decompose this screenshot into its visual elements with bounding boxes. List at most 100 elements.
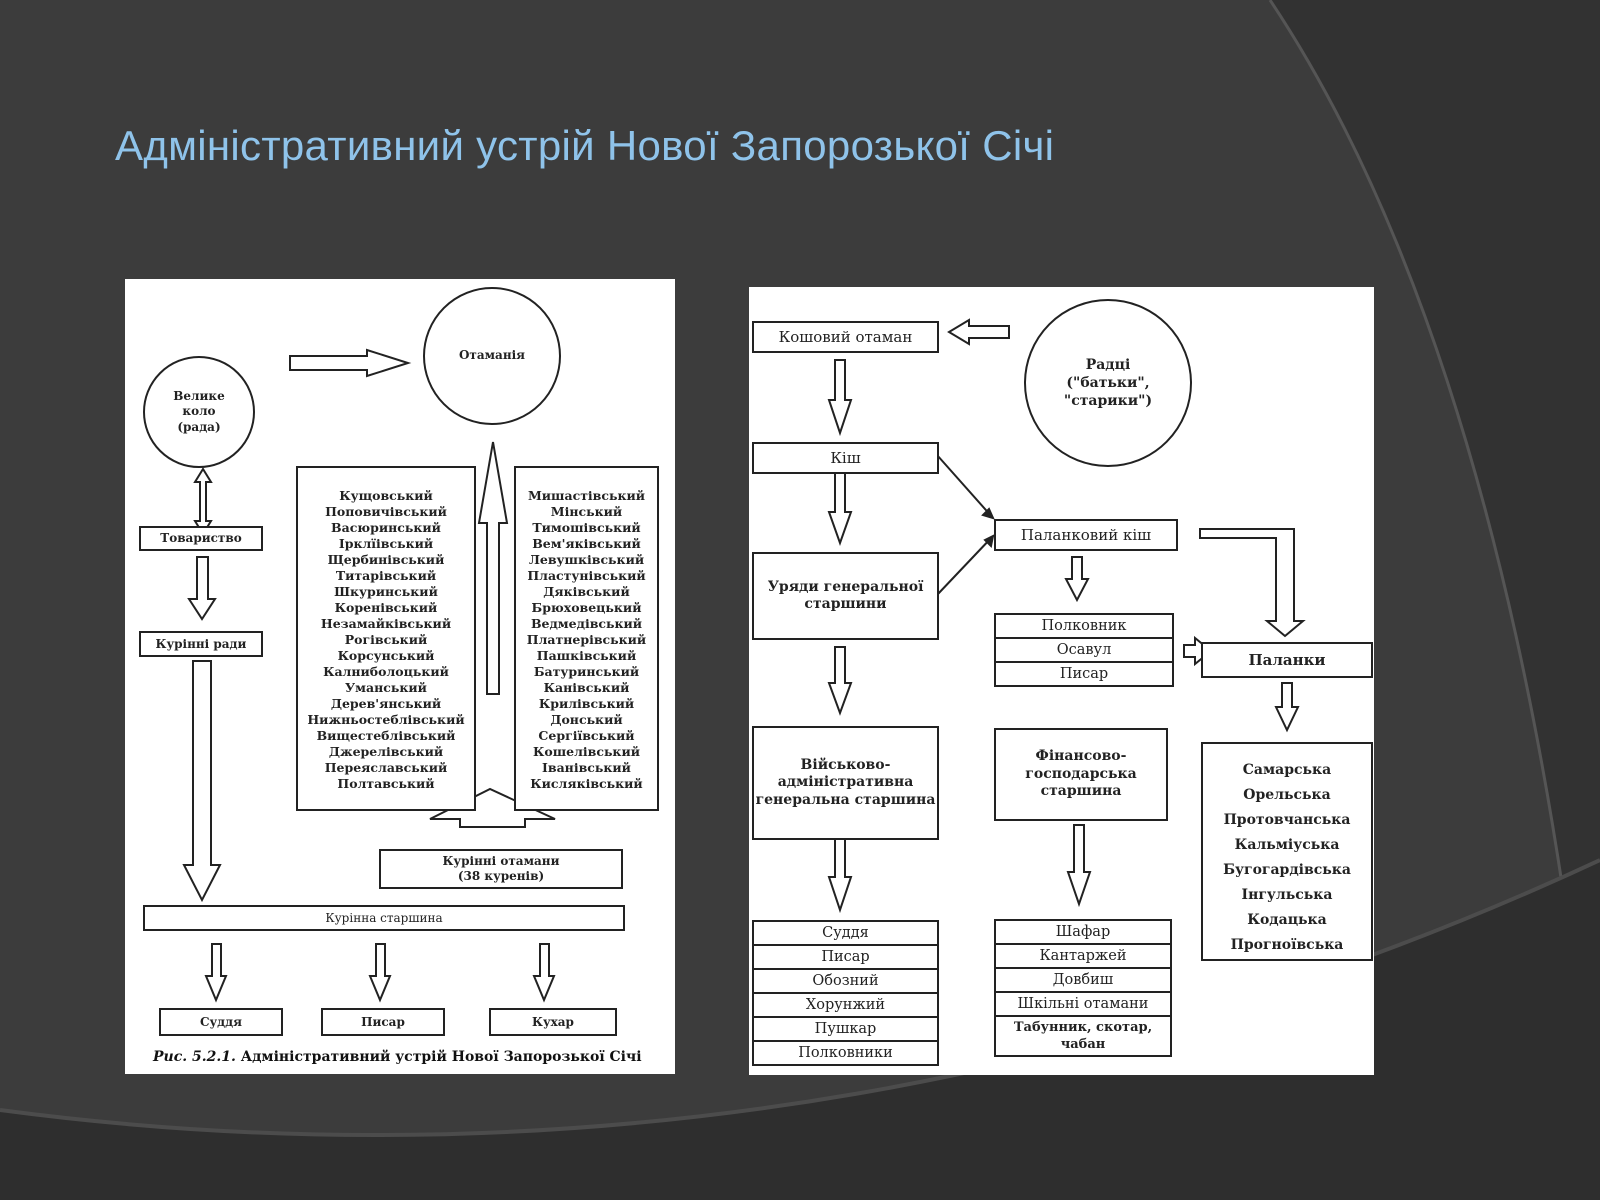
arrow-rada-tovarystvo: [193, 467, 213, 536]
viiskovo-item: Полковники: [752, 1040, 939, 1066]
box-kurinni-otamany: Курінні отамани(38 куренів): [379, 849, 623, 889]
fin-item-tabunnyk: Табунник, скотар,чабан: [994, 1015, 1172, 1057]
arrow-palankovyi-to-palanky: [1199, 528, 1306, 638]
palanka-item: Самарська: [1242, 762, 1332, 778]
box-palanky: Паланки: [1201, 642, 1373, 678]
kurin-item: Нижньостеблівський: [307, 712, 465, 727]
arrow-viiskovo-to-list: [827, 838, 853, 914]
kurin-item: Тимошівський: [532, 520, 641, 535]
kurin-item: Титарівський: [335, 568, 437, 583]
fin-item-dovbysh: Довбиш: [994, 967, 1172, 993]
circle-radtsi: Радці("батьки","старики"): [1024, 299, 1192, 467]
viiskovo-item: Пушкар: [752, 1016, 939, 1042]
kurin-item: Крилівський: [538, 696, 635, 711]
kurin-item: Канівський: [543, 680, 630, 695]
kurin-item: Дяківський: [543, 584, 630, 599]
kurin-item: Пластунівський: [527, 568, 646, 583]
kurin-item: Уманський: [345, 680, 427, 695]
arrow-palanky-to-list: [1274, 682, 1300, 733]
arrow-otamany-wedge: [429, 787, 556, 828]
officer-osavul: Осавул: [994, 637, 1174, 663]
fin-item-shkilni-otamany: Шкільні отамани: [994, 991, 1172, 1017]
arrow-palankovyi-to-officers: [1064, 556, 1090, 603]
right-diagram: Кошовий отаман Радці("батьки","старики")…: [749, 287, 1374, 1075]
fin-item-kantarzhei: Кантаржей: [994, 943, 1172, 969]
palanka-item: Інгульська: [1241, 887, 1333, 903]
kurin-item: Брюховецький: [531, 600, 642, 615]
left-arrows: [182, 348, 556, 1003]
figure-caption: Рис. 5.2.1. Адміністративний устрій Ново…: [153, 1049, 642, 1065]
palanka-item: Протовчанська: [1223, 812, 1351, 828]
palanka-item: Прогноївська: [1230, 937, 1344, 953]
kurin-item: Дерев'янський: [330, 696, 442, 711]
officer-pysar: Писар: [994, 661, 1174, 687]
arrow-rada-to-otamaniya: [289, 348, 412, 378]
palanka-officers: Полковник Осавул Писар: [994, 613, 1174, 687]
kurin-item: Мишастівський: [527, 488, 646, 503]
kurin-item: Щербинівський: [327, 552, 445, 567]
kurin-item: Калниболоцький: [323, 664, 449, 679]
box-kukhar: Кухар: [489, 1008, 617, 1036]
viiskovo-item: Писар: [752, 944, 939, 970]
finansovo-starshyna-list: Шафар Кантаржей Довбиш Шкільні отамани Т…: [994, 919, 1172, 1057]
kurin-item: Коренівський: [334, 600, 438, 615]
palanka-item: Орельська: [1243, 787, 1331, 803]
box-kish: Кіш: [752, 442, 939, 474]
arrow-finansovo-to-list: [1066, 824, 1092, 908]
box-pysar: Писар: [321, 1008, 445, 1036]
arrow-to-kukhar: [532, 943, 556, 1003]
box-palankovyi-kish: Паланковий кіш: [994, 519, 1178, 551]
kurin-item: Рогівський: [344, 632, 428, 647]
kurin-item: Донський: [550, 712, 623, 727]
kurin-item: Кошелівський: [532, 744, 640, 759]
arrow-radtsi-to-koshovyi: [947, 318, 1010, 346]
palanka-item: Бугогардівська: [1223, 862, 1351, 878]
viiskovo-item: Обозний: [752, 968, 939, 994]
palanka-item: Кодацька: [1247, 912, 1327, 928]
kurin-item: Ведмедівський: [530, 616, 643, 631]
kurin-item: Левушківський: [528, 552, 645, 567]
viiskovo-item: Хорунжий: [752, 992, 939, 1018]
kurin-item: Пашківський: [536, 648, 637, 663]
box-suddia: Суддя: [159, 1008, 283, 1036]
fin-item-shafar: Шафар: [994, 919, 1172, 945]
arrow-to-pysar: [368, 943, 392, 1003]
kurin-item: Батуринський: [533, 664, 640, 679]
kurin-item: Джерелівський: [328, 744, 444, 759]
kurin-item: Іванівський: [542, 760, 631, 775]
arrow-uriady-to-viiskovo: [827, 646, 853, 716]
box-koshovyi-otaman: Кошовий отаман: [752, 321, 939, 353]
kurin-item: Сергіївський: [538, 728, 635, 743]
kurin-item: Кущовський: [339, 488, 433, 503]
slide-title: Адміністративний устрій Нової Запорозько…: [115, 122, 1055, 169]
kurin-item: Незамайківський: [320, 616, 452, 631]
kurin-item: Кисляківський: [530, 776, 643, 791]
kurin-item: Вем'яківський: [532, 536, 641, 551]
kurin-item: Корсунський: [337, 648, 435, 663]
arrow-tovarystvo-to-rady: [187, 556, 217, 621]
viiskovo-item: Суддя: [752, 920, 939, 946]
arrow-to-suddia: [204, 943, 228, 1003]
circle-otamaniya: Отаманія: [423, 287, 561, 425]
arrow-up-to-otamaniya: [477, 441, 509, 695]
kurin-item: Ірклїівський: [338, 536, 434, 551]
kurin-item: Вищестеблівський: [316, 728, 456, 743]
palanka-item: Кальміуська: [1234, 837, 1340, 853]
kurin-item: Поповичівський: [325, 504, 447, 519]
arrow-kish-to-uriady: [827, 471, 853, 546]
kurin-item: Шкуринський: [334, 584, 438, 599]
kurin-item: Полтавський: [337, 776, 435, 791]
kurin-item: Мінський: [550, 504, 623, 519]
arrow-rady-to-starshyna: [182, 660, 222, 903]
box-tovarystvo: Товариство: [139, 526, 263, 551]
box-kurinni-rady: Курінні ради: [139, 631, 263, 657]
kurin-item: Васюринський: [331, 520, 441, 535]
